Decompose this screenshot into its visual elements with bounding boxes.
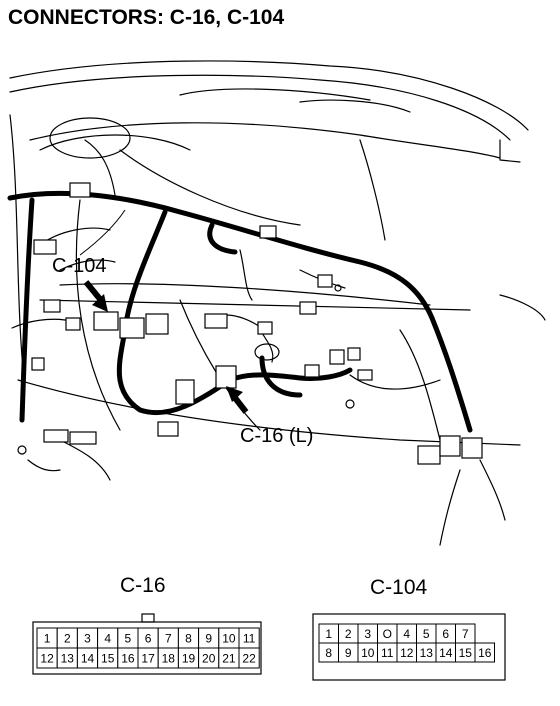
c104-pin-label: 12 xyxy=(400,646,414,660)
c16-pin-label: 1 xyxy=(44,632,51,646)
c104-pin-label: 2 xyxy=(345,627,352,641)
callout-c104-label: C-104 xyxy=(52,255,107,277)
c104-pin-label: 6 xyxy=(442,627,449,641)
c16-pin-cell xyxy=(238,647,260,669)
wiring-harness-illustration xyxy=(7,60,546,546)
c104-pin-label: 13 xyxy=(420,646,434,660)
c16-pin-label: 2 xyxy=(64,632,71,646)
c16-pin-label: 17 xyxy=(141,652,155,666)
c16-pin-label: 21 xyxy=(222,652,236,666)
c16-pin-label: 8 xyxy=(185,632,192,646)
c104-pin-label: 11 xyxy=(381,646,394,660)
c16-pin-label: 16 xyxy=(121,652,135,666)
c16-connector-title: C-16 xyxy=(120,574,166,597)
c104-connector-title: C-104 xyxy=(370,576,428,599)
c104-pin-label: 8 xyxy=(325,646,332,660)
c104-pin-label: 16 xyxy=(478,646,492,660)
page-title: CONNECTORS: C-16, C-104 xyxy=(8,6,285,29)
c16-pin-label: 19 xyxy=(182,652,196,666)
c16-pin-label: 5 xyxy=(125,632,132,646)
c104-pin-label: 7 xyxy=(462,627,469,641)
c16-pin-label: 22 xyxy=(242,652,256,666)
c16-pin-label: 6 xyxy=(145,632,152,646)
c104-pin-label: 5 xyxy=(423,627,430,641)
c104-pin-label: 10 xyxy=(361,646,375,660)
c16-pin-label: 20 xyxy=(202,652,216,666)
c16-pin-label: 12 xyxy=(40,652,54,666)
c16-pin-label: 7 xyxy=(165,632,172,646)
c16-connector-face xyxy=(32,613,262,675)
c104-pin-label: 1 xyxy=(325,627,332,641)
c16-pin-label: 4 xyxy=(104,632,111,646)
c104-connector-face xyxy=(312,613,506,681)
pointer-arrow-icon xyxy=(226,386,249,414)
c16-pin-label: 15 xyxy=(101,652,115,666)
c104-pin-label: 3 xyxy=(364,627,371,641)
c16-pin-label: 18 xyxy=(162,652,176,666)
c104-pin-label: 4 xyxy=(403,627,410,641)
c104-pin-label: 15 xyxy=(459,646,473,660)
c16-pin-label: 13 xyxy=(61,652,75,666)
c16-pin-label: 9 xyxy=(205,632,212,646)
pointer-arrow-icon xyxy=(83,280,108,312)
c104-pin-label: 9 xyxy=(345,646,352,660)
c16-pin-label: 3 xyxy=(84,632,91,646)
callout-c16-label: C-16 (L) xyxy=(240,425,314,447)
c104-pin-cell xyxy=(474,642,495,663)
c16-pin-label: 10 xyxy=(222,632,236,646)
c104-pin-label: 14 xyxy=(439,646,453,660)
c16-pin-label: 14 xyxy=(81,652,95,666)
c104-pin-label: O xyxy=(383,627,392,641)
c16-pin-label: 11 xyxy=(243,632,256,646)
